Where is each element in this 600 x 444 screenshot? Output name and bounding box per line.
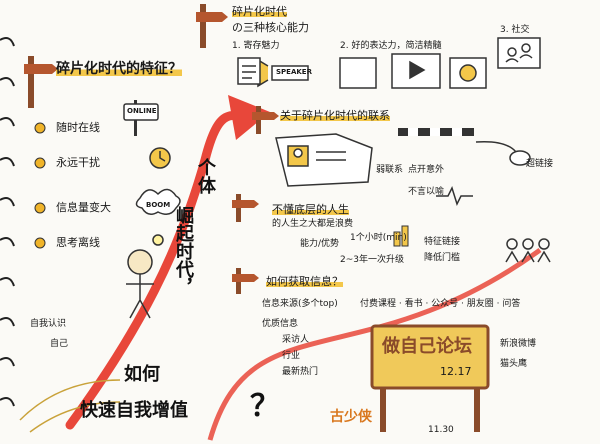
people-subheading: 的人生之大都是浪费 bbox=[272, 219, 354, 229]
spiral-binding bbox=[0, 37, 15, 407]
signature: 古少侠 bbox=[330, 409, 372, 425]
growth-arrow-head bbox=[228, 95, 270, 140]
ability-1: 1. 寄存魅力 bbox=[232, 41, 280, 51]
relation-item-1: 点开意外 bbox=[408, 165, 445, 175]
relation-left-label: 弱联系 bbox=[376, 165, 404, 175]
left-heading: 碎片化时代的特征？ bbox=[56, 61, 182, 77]
forum-note-1: 新浪微博 bbox=[500, 339, 537, 349]
boom-label: BOOM bbox=[146, 201, 171, 209]
arrow-text-line4: 快速自我增值 bbox=[80, 400, 188, 421]
left-item-3: 信息量变大 bbox=[56, 201, 111, 214]
relation-right-label: 超链接 bbox=[526, 159, 554, 169]
signature-date: 11.30 bbox=[428, 425, 454, 435]
info-channel-3: 最新热门 bbox=[282, 367, 319, 377]
left-item-2: 永远干扰 bbox=[56, 156, 100, 169]
people-group-icon bbox=[505, 238, 551, 263]
growth-arrow bbox=[65, 110, 250, 430]
forum-note-2: 猫头鹰 bbox=[500, 359, 528, 369]
people-heading: 不懂底层的人生 bbox=[272, 203, 349, 216]
forum-date: 12.17 bbox=[440, 365, 472, 378]
signpost-icon-people bbox=[232, 194, 259, 222]
signpost-icon-relation bbox=[252, 106, 279, 134]
bullet-dots bbox=[34, 122, 46, 249]
top-heading-line1: 碎片化时代 bbox=[232, 5, 287, 18]
online-sign-label: ONLINE bbox=[127, 107, 157, 115]
info-channel-1: 采访人 bbox=[282, 335, 310, 345]
barrier-gate-icon bbox=[398, 128, 474, 136]
self-sub: 自己 bbox=[50, 339, 69, 349]
left-item-1: 随时在线 bbox=[56, 121, 100, 134]
relation-heading: 关于碎片化时代的联系 bbox=[280, 109, 390, 122]
ability-3: 3. 社交 bbox=[500, 25, 530, 35]
social-network-icon bbox=[497, 37, 541, 69]
people-tech-note-2: 2~3年一次升级 bbox=[340, 255, 404, 265]
notepad-icon bbox=[237, 57, 261, 85]
top-heading-line2: の三种核心能力 bbox=[232, 21, 309, 34]
arrow-question-mark: ？ bbox=[250, 389, 280, 424]
profile-card-icon bbox=[275, 133, 373, 187]
self-label: 自我认识 bbox=[30, 319, 67, 329]
people-feature-note: 降低门槛 bbox=[424, 253, 461, 263]
thinking-person-icon bbox=[126, 234, 164, 319]
arrow-text-line3: 如何 bbox=[124, 364, 160, 385]
speaker-label: SPEAKER bbox=[276, 68, 312, 76]
left-item-4: 思考离线 bbox=[56, 236, 100, 249]
forum-name: 做自己论坛 bbox=[382, 336, 472, 357]
info-heading: 如何获取信息？ bbox=[266, 275, 343, 288]
people-tech-note-1: 1个小时(min) bbox=[350, 233, 407, 243]
mouse-icon bbox=[475, 140, 531, 166]
people-feature-label: 特征链接 bbox=[424, 237, 461, 247]
arrow-text-line2: 崛起时代， bbox=[173, 206, 194, 296]
info-sources-label: 信息来源(多个top) bbox=[262, 299, 338, 309]
relation-item-2: 不言以喻 bbox=[408, 187, 445, 197]
heartbeat-icon bbox=[436, 186, 473, 206]
video-panels-icon bbox=[339, 53, 487, 89]
info-channel-2: 行业 bbox=[282, 351, 301, 361]
info-channels-label: 优质信息 bbox=[262, 319, 299, 329]
signpost-icon-left bbox=[24, 56, 58, 108]
forum-signboard bbox=[370, 324, 490, 432]
boom-cloud-icon bbox=[135, 188, 181, 215]
arrow-text-line1: 个体 bbox=[195, 158, 216, 194]
alarm-clock-icon bbox=[149, 147, 171, 169]
signpost-icon-top bbox=[196, 4, 228, 48]
ability-2: 2. 好的表达力，简洁精髓 bbox=[340, 41, 442, 51]
signpost-icon-info bbox=[232, 268, 259, 294]
online-sign-icon bbox=[123, 100, 159, 136]
plant-doodle bbox=[19, 379, 121, 433]
info-sources-list: 付费课程 · 看书 · 公众号 · 朋友圈 · 问答 bbox=[360, 299, 521, 309]
growth-chart-icon bbox=[393, 225, 409, 247]
bottom-swoop bbox=[207, 247, 542, 441]
people-tech-label: 能力/优势 bbox=[300, 239, 340, 249]
